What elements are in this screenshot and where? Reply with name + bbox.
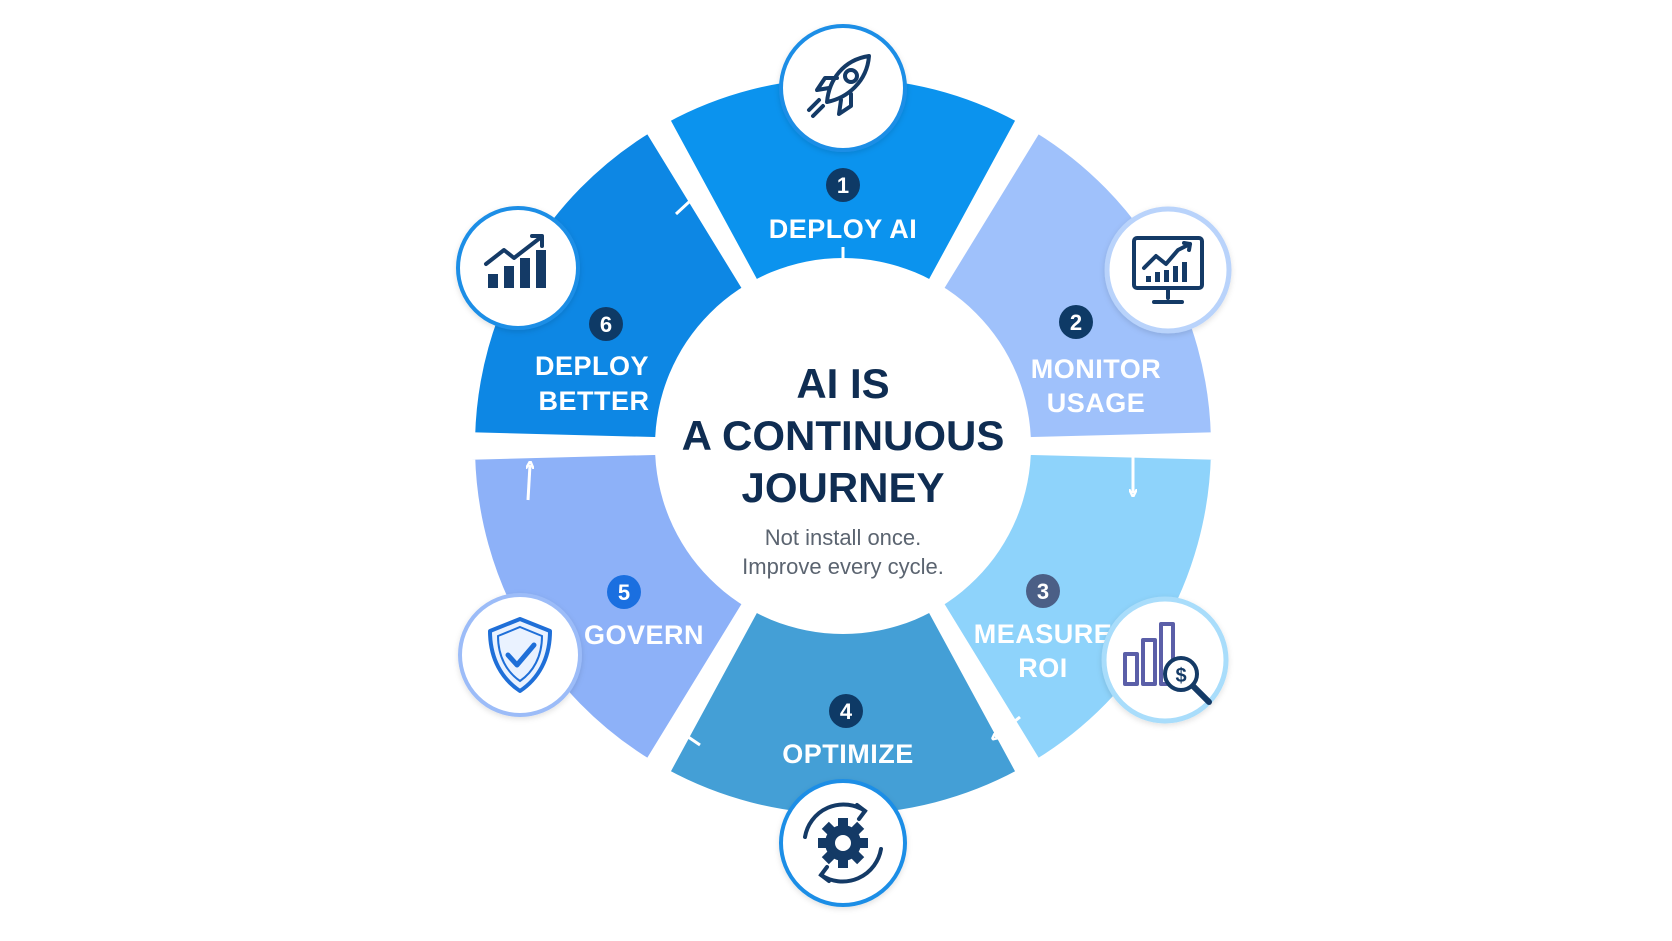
step-label-line-1: DEPLOY <box>535 351 649 381</box>
step-label-line-1: DEPLOY AI <box>769 214 918 244</box>
flow-arrow-6 <box>674 189 703 216</box>
flow-arrow-5 <box>528 465 530 501</box>
step-number-badge <box>826 168 860 202</box>
center-title-line-3: JOURNEY <box>741 464 944 511</box>
flow-arrow-4 <box>672 726 701 747</box>
step-number-badge <box>1059 305 1093 339</box>
step-number: 4 <box>840 699 853 724</box>
step-label-line-2: USAGE <box>1047 388 1146 418</box>
roi-chart-magnifier-icon: $ <box>1101 596 1229 724</box>
center-title-line-2: A CONTINUOUS <box>682 412 1005 459</box>
step-number: 1 <box>837 173 849 198</box>
growth-chart-icon <box>456 206 580 330</box>
step-number-badge <box>829 694 863 728</box>
step-number-badge <box>589 307 623 341</box>
step-4: 4 OPTIMIZE <box>782 694 914 769</box>
step-5: 5 GOVERN <box>584 575 704 650</box>
shield-check-icon <box>458 593 582 717</box>
step-label-line-2: ROI <box>1018 653 1068 683</box>
gear-cycle-icon <box>779 779 907 907</box>
step-number: 5 <box>618 580 630 605</box>
step-label-line-1: OPTIMIZE <box>782 739 914 769</box>
step-label-line-1: MEASURE <box>974 619 1113 649</box>
flow-arrow-3 <box>995 715 1021 737</box>
step-6: 6 DEPLOY BETTER <box>535 307 650 416</box>
step-2: 2 MONITOR USAGE <box>1031 305 1162 418</box>
step-number-badge <box>1026 574 1060 608</box>
center-subtitle-line-2: Improve every cycle. <box>742 554 944 579</box>
step-label-line-1: MONITOR <box>1031 354 1162 384</box>
monitor-chart-icon <box>1104 206 1232 334</box>
step-label-line-2: BETTER <box>539 386 650 416</box>
step-1: 1 DEPLOY AI <box>769 168 918 244</box>
center-subtitle-line-1: Not install once. <box>765 525 922 550</box>
svg-text:$: $ <box>1175 665 1186 687</box>
rocket-icon <box>779 24 907 152</box>
step-number-badge <box>607 575 641 609</box>
center-title-line-1: AI IS <box>796 360 889 407</box>
step-3: 3 MEASURE ROI <box>974 574 1113 683</box>
step-number: 3 <box>1037 579 1049 604</box>
step-number: 2 <box>1070 310 1082 335</box>
step-number: 6 <box>600 312 612 337</box>
center-circle <box>655 258 1031 634</box>
step-label-line-1: GOVERN <box>584 620 704 650</box>
